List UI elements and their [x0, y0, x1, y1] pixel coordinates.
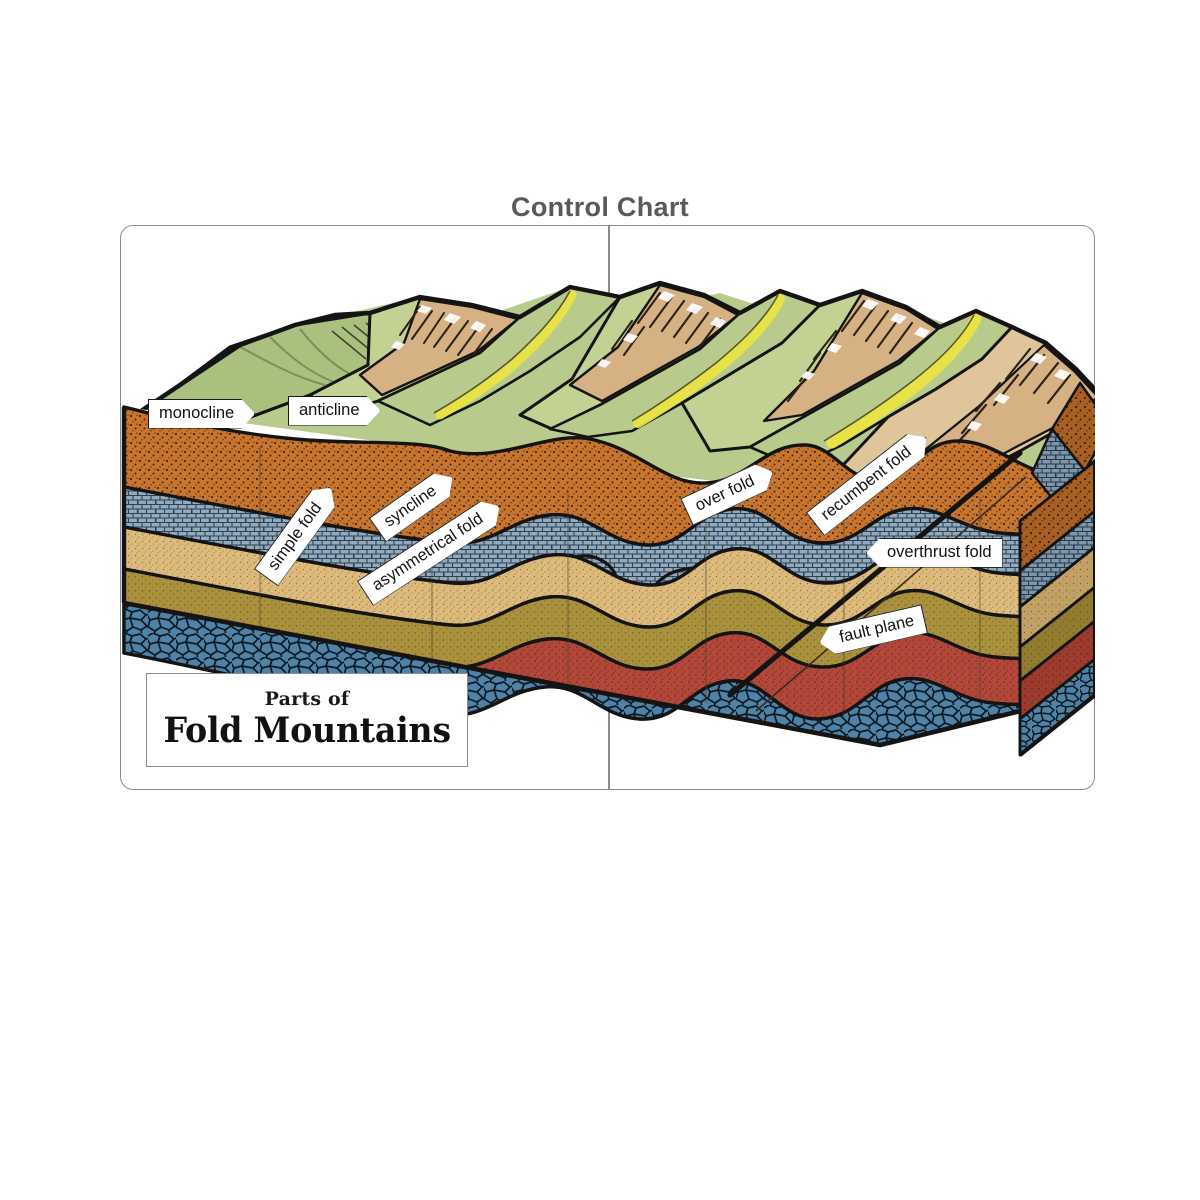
- page-title: Control Chart: [511, 192, 689, 222]
- callout-overthrust-fold-text: overthrust fold: [887, 543, 992, 561]
- terrain-surface: [129, 280, 1095, 524]
- fault-plane-line: [727, 450, 1027, 712]
- caption-line-2: Fold Mountains: [163, 710, 451, 752]
- callout-monocline-text: monocline: [159, 404, 235, 422]
- block-right-face: [1018, 381, 1095, 757]
- callout-anticline-text: anticline: [299, 401, 360, 419]
- callout-anticline[interactable]: anticline: [288, 396, 381, 426]
- caption-box: Parts of Fold Mountains: [146, 673, 468, 767]
- callout-overthrust-fold[interactable]: overthrust fold: [866, 538, 1003, 568]
- callout-monocline[interactable]: monocline: [148, 399, 255, 429]
- caption-line-1: Parts of: [264, 688, 350, 711]
